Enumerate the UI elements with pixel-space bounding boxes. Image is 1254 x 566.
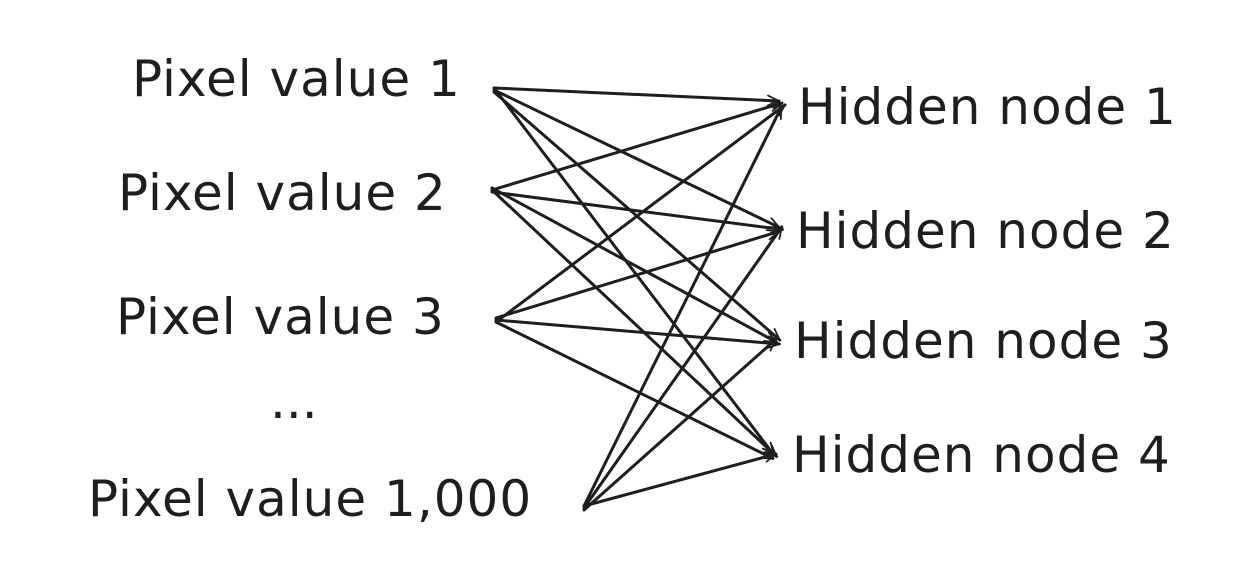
edge-p3-to-h4 <box>494 320 775 460</box>
edge-p1000-to-h2 <box>582 225 784 510</box>
edge-p1-to-h1 <box>492 86 781 107</box>
edge-p1000-to-h3 <box>582 338 778 512</box>
input-node-group: Pixel value 1 Pixel value 2 Pixel value … <box>88 50 532 528</box>
input-node-label-1000: Pixel value 1,000 <box>88 470 532 528</box>
input-node-label-3: Pixel value 3 <box>116 288 445 346</box>
edge-p2-to-h3 <box>490 186 778 344</box>
edge-p1-to-h4 <box>492 86 776 456</box>
edge-p1000-to-h1 <box>582 105 783 508</box>
hidden-node-group: Hidden node 1 Hidden node 2 Hidden node … <box>792 78 1177 484</box>
edge-p2-to-h4 <box>490 188 779 458</box>
edge-p1-to-h2 <box>492 88 781 229</box>
edge-p2-to-h1 <box>490 100 784 192</box>
input-node-label-2: Pixel value 2 <box>118 164 447 222</box>
input-node-label-1: Pixel value 1 <box>132 50 461 108</box>
edge-group <box>490 86 787 512</box>
edge-p1000-to-h4 <box>582 451 778 508</box>
edge-p2-to-h2 <box>490 190 784 234</box>
hidden-node-label-2: Hidden node 2 <box>796 202 1175 260</box>
hidden-node-label-1: Hidden node 1 <box>798 78 1177 136</box>
edge-p3-to-h2 <box>494 229 781 320</box>
edge-p3-to-h3 <box>494 318 781 349</box>
hidden-node-label-4: Hidden node 4 <box>792 426 1171 484</box>
edge-p3-to-h1 <box>494 103 787 324</box>
hidden-node-label-3: Hidden node 3 <box>794 312 1173 370</box>
input-ellipsis: ... <box>270 372 318 430</box>
